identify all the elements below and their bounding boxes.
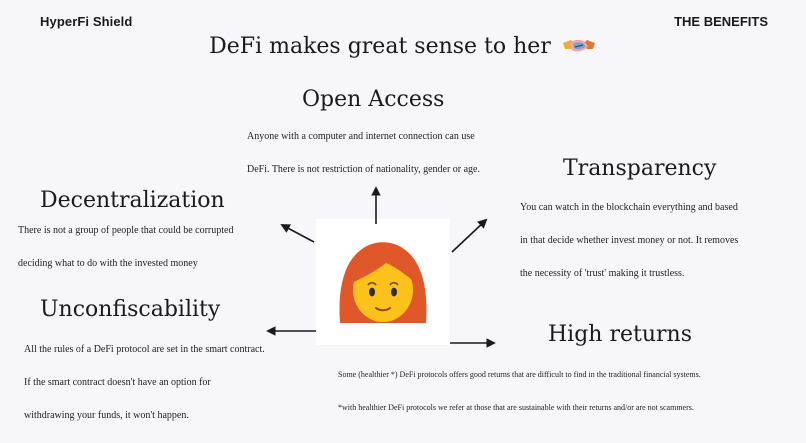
high-returns-description: Some (healthier *) DeFi protocols offers… <box>338 370 701 379</box>
center-card <box>316 219 450 345</box>
decentralization-line: There is not a group of people that coul… <box>18 225 234 236</box>
unconfiscability-line: If the smart contract doesn't have an op… <box>24 377 211 388</box>
high-returns-heading: High returns <box>548 322 692 347</box>
brand-name: HyperFi Shield <box>40 14 133 29</box>
section-label: THE BENEFITS <box>674 14 768 29</box>
decentralization-heading: Decentralization <box>40 188 225 213</box>
handshake-icon <box>562 39 595 52</box>
open-access-line: Anyone with a computer and internet conn… <box>247 131 475 142</box>
page-title-text: DeFi makes great sense to her <box>209 34 551 59</box>
decentralization-description: There is not a group of people that coul… <box>18 214 233 280</box>
page-title: DeFi makes great sense to her <box>0 34 806 59</box>
transparency-heading: Transparency <box>563 156 717 181</box>
decentralization-line: deciding what to do with the invested mo… <box>18 258 198 269</box>
arrow-upper-left-icon <box>280 224 315 243</box>
unconfiscability-description: All the rules of a DeFi protocol are set… <box>24 333 265 432</box>
unconfiscability-line: withdrawing your funds, it won't happen. <box>24 410 189 421</box>
open-access-heading: Open Access <box>302 87 445 112</box>
transparency-line: You can watch in the blockchain everythi… <box>520 202 738 213</box>
high-returns-footnote: *with healthier DeFi protocols we refer … <box>338 403 694 412</box>
woman-red-hair-icon <box>339 242 427 323</box>
unconfiscability-heading: Unconfiscability <box>40 297 221 322</box>
open-access-description: Anyone with a computer and internet conn… <box>247 120 480 186</box>
arrow-upper-right-icon <box>451 218 488 253</box>
transparency-line: the necessity of 'trust' making it trust… <box>520 268 685 279</box>
open-access-line: DeFi. There is not restriction of nation… <box>247 164 480 175</box>
unconfiscability-line: All the rules of a DeFi protocol are set… <box>24 344 265 355</box>
transparency-description: You can watch in the blockchain everythi… <box>520 191 738 290</box>
transparency-line: in that decide whether invest money or n… <box>520 235 739 246</box>
